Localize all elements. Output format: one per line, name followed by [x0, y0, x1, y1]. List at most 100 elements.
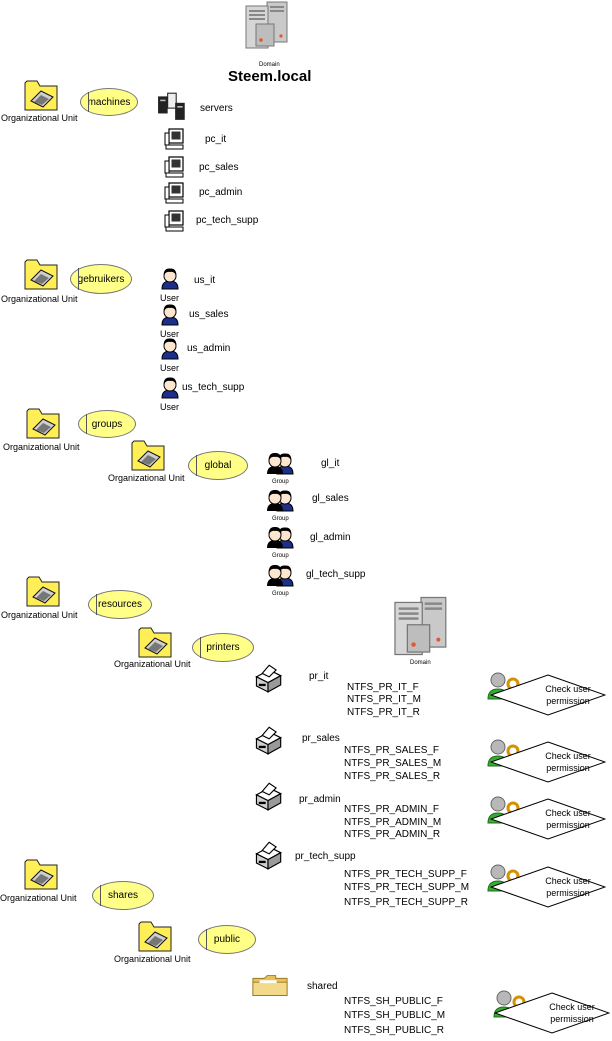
ou-groups-label[interactable]: groups: [78, 410, 136, 438]
ou-public-text: public: [213, 934, 241, 945]
group-item: gl_admin: [310, 532, 351, 543]
user-item: us_it: [194, 275, 216, 286]
ntfs-permission: NTFS_PR_SALES_M: [344, 758, 442, 769]
ou-folder-icon: [23, 256, 59, 290]
user-caption: User: [160, 293, 180, 303]
ntfs-permission: NTFS_PR_IT_F: [347, 682, 419, 693]
ntfs-permission: NTFS_PR_TECH_SUPP_M: [344, 882, 470, 893]
share-name: shared: [307, 981, 338, 992]
domain-server-icon: [242, 0, 292, 50]
printer-name: pr_it: [309, 671, 329, 682]
printer-name: pr_tech_supp: [295, 851, 356, 862]
ou-folder-icon: [130, 437, 166, 471]
machine-item: pc_it: [205, 134, 227, 145]
group-icon: [266, 451, 296, 475]
computer-icon: [163, 127, 187, 151]
printer-name: pr_admin: [299, 794, 341, 805]
check-permission-decision: Check user permission: [490, 741, 606, 783]
ntfs-permission: NTFS_PR_ADMIN_M: [344, 817, 442, 828]
user-icon: [158, 302, 182, 326]
group-item: gl_it: [321, 458, 340, 469]
ou-global-text: global: [204, 460, 232, 471]
machine-item: servers: [200, 103, 233, 114]
ou-public-label[interactable]: public: [198, 925, 256, 954]
group-caption: Group: [272, 553, 289, 559]
computer-icon: [163, 209, 187, 233]
servers-icon: [155, 90, 191, 122]
shared-folder-icon: [251, 974, 289, 998]
group-icon: [266, 525, 296, 549]
printer-name: pr_sales: [302, 733, 340, 744]
ntfs-permission: NTFS_PR_SALES_R: [344, 771, 441, 782]
ntfs-permission: NTFS_PR_ADMIN_F: [344, 804, 440, 815]
printer-icon: [253, 781, 283, 811]
ou-caption: Organizational Unit: [114, 954, 191, 964]
ou-global-label[interactable]: global: [188, 451, 248, 480]
machine-item: pc_admin: [199, 187, 243, 198]
ou-machines-label[interactable]: machines: [80, 88, 138, 116]
ou-groups-text: groups: [91, 418, 123, 430]
ou-shares-label[interactable]: shares: [92, 881, 154, 910]
ntfs-permission: NTFS_PR_ADMIN_R: [344, 829, 441, 840]
domain-title: Steem.local: [228, 68, 312, 85]
check-line-1: Check user: [545, 751, 591, 761]
group-icon: [266, 488, 296, 512]
check-line-2: permission: [546, 763, 590, 773]
check-line-2: permission: [546, 696, 590, 706]
machine-item: pc_sales: [199, 162, 239, 173]
ntfs-permission: NTFS_SH_PUBLIC_F: [344, 996, 443, 1007]
ou-gebruikers-label[interactable]: gebruikers: [70, 264, 132, 294]
ou-resources-label[interactable]: resources: [88, 590, 152, 619]
ou-gebruikers-text: gebruikers: [77, 273, 125, 285]
user-icon: [158, 266, 182, 290]
ntfs-permission: NTFS_SH_PUBLIC_M: [344, 1010, 446, 1021]
domain-caption: Domain: [259, 62, 280, 68]
ou-folder-icon: [137, 624, 173, 658]
ou-resources-text: resources: [98, 599, 142, 610]
user-icon: [158, 375, 182, 399]
ou-folder-icon: [25, 573, 61, 607]
user-item: us_admin: [187, 343, 231, 354]
ou-caption: Organizational Unit: [108, 473, 185, 483]
computer-icon: [163, 155, 187, 179]
user-item: us_tech_supp: [182, 382, 245, 393]
printer-icon: [253, 663, 283, 693]
group-icon: [266, 563, 296, 587]
check-line-2: permission: [546, 820, 590, 830]
check-line-1: Check user: [545, 808, 591, 818]
ou-folder-icon: [137, 918, 173, 952]
ntfs-permission: NTFS_PR_IT_R: [347, 707, 420, 718]
ntfs-permission: NTFS_SH_PUBLIC_R: [344, 1025, 445, 1036]
check-permission-decision: Check user permission: [490, 798, 606, 840]
check-permission-decision: Check user permission: [490, 674, 606, 716]
check-line-1: Check user: [545, 684, 591, 694]
ou-caption: Organizational Unit: [3, 442, 80, 452]
group-item: gl_tech_supp: [306, 569, 366, 580]
machine-item: pc_tech_supp: [196, 215, 259, 226]
group-caption: Group: [272, 479, 289, 485]
ou-machines-text: machines: [87, 96, 131, 108]
domain-caption: Domain: [410, 660, 431, 666]
ou-shares-text: shares: [107, 890, 138, 901]
print-server-icon: [390, 595, 452, 657]
group-caption: Group: [272, 516, 289, 522]
check-permission-decision: Check user permission: [494, 992, 610, 1034]
ou-folder-icon: [23, 77, 59, 111]
ou-caption: Organizational Unit: [1, 294, 78, 304]
ou-caption: Organizational Unit: [1, 610, 78, 620]
user-item: us_sales: [189, 309, 229, 320]
check-line-1: Check user: [549, 1002, 595, 1012]
ou-folder-icon: [23, 856, 59, 890]
user-icon: [158, 336, 182, 360]
printer-icon: [253, 725, 283, 755]
ou-folder-icon: [25, 405, 61, 439]
ou-caption: Organizational Unit: [0, 893, 77, 903]
check-line-2: permission: [546, 888, 590, 898]
ntfs-permission: NTFS_PR_TECH_SUPP_F: [344, 869, 467, 880]
ou-printers-label[interactable]: printers: [192, 633, 254, 662]
check-line-2: permission: [550, 1014, 594, 1024]
user-caption: User: [160, 402, 180, 412]
computer-icon: [163, 181, 187, 205]
ou-caption: Organizational Unit: [114, 659, 191, 669]
user-caption: User: [160, 363, 180, 373]
